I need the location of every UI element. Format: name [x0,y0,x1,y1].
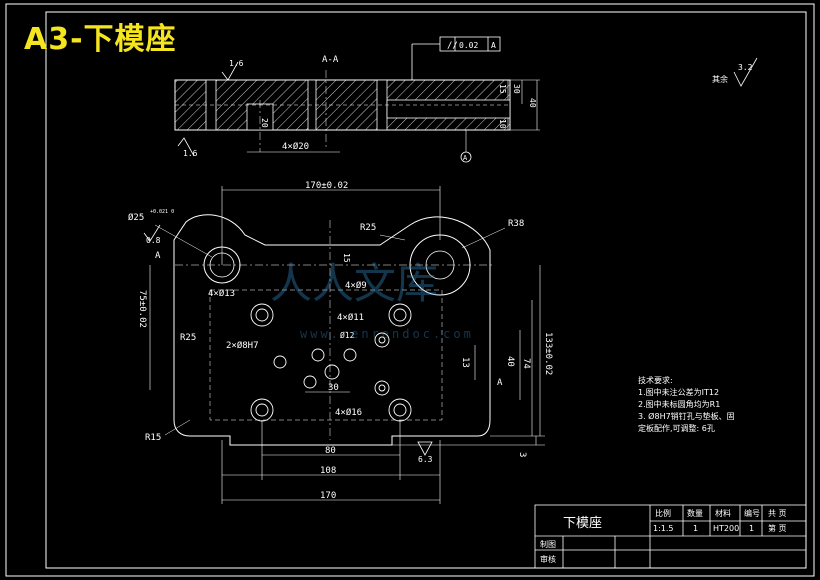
tech-notes-heading: 技术要求: [638,376,673,385]
roughness-left: 1.6 [183,149,198,158]
label-25-hole: Ø25 [128,212,144,223]
surface-finish-note: 其余 3.2 [712,57,758,87]
dim-30: 30 [512,84,521,94]
dim-15: 15 [498,84,507,94]
tech-note-1: 1.图中未注公差为IT12 [638,388,720,397]
hole-4x11-2 [374,380,390,396]
hole-12 [324,364,340,380]
tech-note-2: 2.图中未标圆角均为R1 [638,400,721,409]
tech-notes: 技术要求: 1.图中未注公差为IT12 2.图中未标圆角均为R1 3. Ø8H7… [638,375,788,435]
dim-170: 170 [320,491,336,501]
h-no: 编号 [744,508,760,518]
surface-finish-label: 其余 [712,74,728,84]
label-4x13: 4×Ø13 [208,288,235,299]
tech-note-3: 3. Ø8H7销钉孔与垫板、固 [638,412,735,421]
hole-4x13-1 [250,303,274,327]
dim-30-plan: 30 [328,383,339,393]
h-scale: 比例 [655,508,671,518]
drawn-by: 制图 [540,539,556,549]
dim-40: 40 [528,98,537,108]
v-sheet: 第 页 [768,523,787,533]
section-mark-left: A [155,251,161,261]
tolerance-value: 0.02 [459,41,478,50]
tolerance-datum: A [491,41,496,50]
h-sheet: 共 页 [768,509,787,518]
section-mark-right: A [497,378,503,388]
datum-a-marker [460,151,472,163]
v-no: 1 [749,524,754,533]
plan-view: 170±0.02 80 108 170 30 75±0.02 133±0.02 … [128,181,553,504]
roughness-top: 1.6 [229,59,244,68]
dim-133: 133±0.02 [543,332,553,375]
inner-rect [209,289,443,421]
v-material: HT200 [713,524,739,533]
dim-40-plan: 40 [505,356,515,367]
roughness-bottom: 6.3 [418,455,433,464]
banner-title: A3-下模座 [24,22,177,57]
label-r25-left: R25 [180,333,196,343]
section-label: A-A [322,55,339,65]
datum-a: A [463,154,468,162]
label-4x9: 4×Ø9 [345,280,367,291]
label-r25-top: R25 [360,223,376,233]
roughness-hole: 0.8 [146,236,161,245]
dim-80: 80 [325,446,336,456]
drawing-inner-border [45,11,807,569]
plan-outline [173,214,491,446]
drawing-border [5,3,815,577]
label-4x16: 4×Ø16 [335,407,362,418]
dim-75: 75±0.02 [137,290,147,328]
label-r15: R15 [145,433,161,443]
tolerance-frame [439,36,501,52]
hole-4x9-2 [343,348,357,362]
section-slot [386,99,511,119]
h-material: 材料 [715,508,731,518]
hole-8h7-2 [303,375,317,389]
watermark-url: www.renrendoc.com [300,327,474,341]
label-25-tol: +0.021 0 [150,209,174,215]
label-r38: R38 [508,219,524,229]
dim-3: 3 [517,452,527,457]
label-2x8h7: 2×Ø8H7 [226,340,259,351]
hole-4x9-1 [311,348,325,362]
hole-4x16-2 [388,398,412,422]
dim-74: 74 [521,358,531,369]
v-qty: 1 [693,524,698,533]
dim-4x20: 4×Ø20 [282,141,309,152]
watermark: 人人文库 www.renrendoc.com [270,259,474,341]
dim-13: 13 [460,357,470,368]
label-15: 15 [342,253,351,263]
label-d12: Ø12 [340,330,355,340]
watermark-main: 人人文库 [270,259,438,308]
title-block [534,504,807,569]
title-block-text: 下模座 比例 数量 材料 编号 共 页 1:1.5 1 HT200 1 第 页 … [540,508,787,564]
dim-10: 10 [498,119,507,129]
label-4x11: 4×Ø11 [337,312,364,323]
hole-4x16-1 [250,398,274,422]
dim-20: 20 [260,118,269,128]
checked-by: 审核 [540,554,556,564]
hole-4x11-1 [374,332,390,348]
hole-8h7-1 [273,355,287,369]
surface-finish-value: 3.2 [738,63,753,72]
v-scale: 1:1.5 [653,524,674,533]
part-name: 下模座 [563,516,602,531]
dim-170-tol: 170±0.02 [305,181,348,191]
h-qty: 数量 [687,508,703,518]
tech-note-4: 定板配作,可调整: 6孔 [638,424,715,433]
tolerance-symbol: // [447,41,458,51]
hole-4x13-2 [388,303,412,327]
section-view: // 0.02 A A-A 1.6 1.6 4×Ø20 20 15 30 40 … [174,36,540,163]
dim-108: 108 [320,466,336,476]
